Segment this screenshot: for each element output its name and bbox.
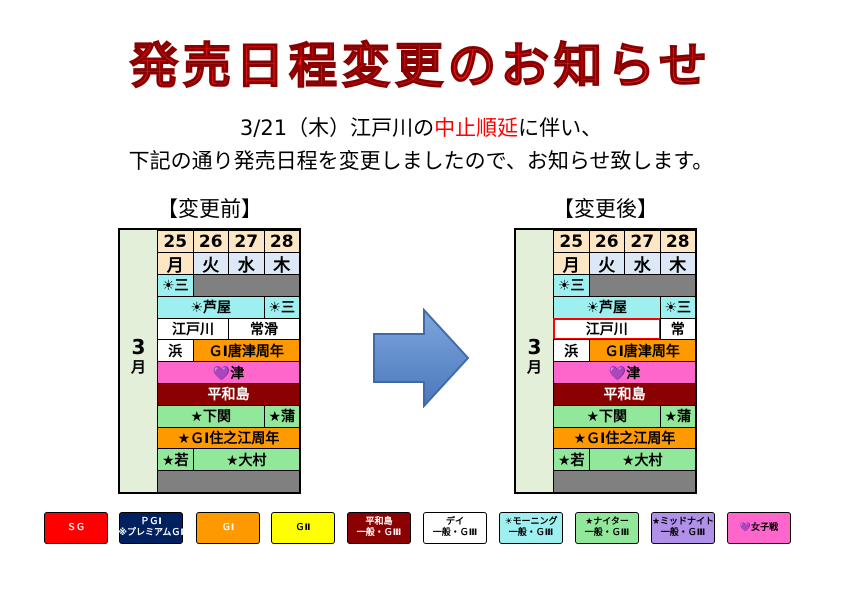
legend-label: 一般・ＧⅢ bbox=[356, 528, 402, 538]
legend-heiwajima: 平和島一般・ＧⅢ bbox=[347, 512, 411, 544]
after-label: 【変更後】 bbox=[553, 197, 658, 221]
legend-pg1: ＰＧⅠ※プレミアムＧⅠ bbox=[118, 512, 184, 544]
month-column: 3 月 bbox=[516, 230, 555, 492]
date-cell: 25 bbox=[157, 230, 194, 253]
weekday-cell: 水 bbox=[228, 252, 265, 275]
legend-label: 平和島 bbox=[365, 517, 393, 527]
race-cell: ★蒲 bbox=[263, 404, 300, 428]
legend-label: ＧⅡ bbox=[295, 522, 311, 533]
race-cell: ★下関 bbox=[553, 404, 661, 428]
weekday-cell: 火 bbox=[588, 252, 625, 275]
race-cell: ＧⅠ唐津周年 bbox=[588, 339, 696, 363]
date-cell: 27 bbox=[624, 230, 661, 253]
month-number: 3 bbox=[131, 335, 146, 359]
legend-label: 一般・ＧⅢ bbox=[660, 528, 706, 538]
month-char: 月 bbox=[526, 358, 542, 376]
race-cell: 💜津 bbox=[157, 361, 300, 384]
race-cell: 江戸川 bbox=[553, 317, 661, 341]
race-cell: ＧⅠ唐津周年 bbox=[192, 339, 300, 363]
race-cell: 浜 bbox=[157, 339, 194, 363]
legend-nighter: ★ナイター一般・ＧⅢ bbox=[575, 512, 639, 544]
weekday-cell: 木 bbox=[659, 252, 696, 275]
race-cell: ★大村 bbox=[588, 448, 696, 472]
legend-label: ＳＧ bbox=[66, 522, 85, 533]
month-number: 3 bbox=[527, 335, 542, 359]
notice-prefix: 3/21（木）江戸川の bbox=[239, 116, 435, 140]
legend-g1: ＧⅠ bbox=[196, 512, 260, 544]
legend-label: ★ミッドナイト bbox=[651, 517, 715, 527]
legend-day: デイ一般・ＧⅢ bbox=[423, 512, 487, 544]
legend-sg: ＳＧ bbox=[44, 512, 108, 544]
empty-cell bbox=[588, 274, 696, 297]
legend-label: ※プレミアムＧⅠ bbox=[118, 528, 184, 538]
race-cell: ☀三 bbox=[157, 274, 194, 297]
race-cell: 平和島 bbox=[157, 383, 300, 406]
race-cell: 常滑 bbox=[228, 317, 300, 341]
weekday-cell: 木 bbox=[263, 252, 300, 275]
legend-ladies: 💜女子戦 bbox=[727, 512, 791, 544]
date-cell: 28 bbox=[659, 230, 696, 253]
date-cell: 25 bbox=[553, 230, 590, 253]
race-cell: ☀三 bbox=[263, 295, 300, 319]
right-arrow-icon bbox=[373, 308, 470, 408]
race-cell: 常 bbox=[659, 317, 696, 341]
weekday-cell: 月 bbox=[553, 252, 590, 275]
date-cell: 27 bbox=[228, 230, 265, 253]
race-cell: 江戸川 bbox=[157, 317, 229, 341]
weekday-cell: 月 bbox=[157, 252, 194, 275]
race-cell: ★ＧⅠ住之江周年 bbox=[553, 426, 696, 450]
empty-cell bbox=[553, 470, 696, 493]
date-cell: 26 bbox=[588, 230, 625, 253]
legend-morning: ☀モーニング一般・ＧⅢ bbox=[499, 512, 563, 544]
race-cell: ☀芦屋 bbox=[157, 295, 265, 319]
race-cell: ★蒲 bbox=[659, 404, 696, 428]
legend-label: 💜女子戦 bbox=[739, 522, 779, 533]
before-label: 【変更前】 bbox=[157, 197, 262, 221]
race-cell: 浜 bbox=[553, 339, 590, 363]
page-title: 発売日程変更のお知らせ bbox=[129, 37, 713, 95]
month-column: 3 月 bbox=[120, 230, 159, 492]
legend-label: ☀モーニング bbox=[504, 517, 558, 527]
race-cell: ☀三 bbox=[553, 274, 590, 297]
legend-label: ★ナイター bbox=[585, 517, 629, 527]
race-cell: ★若 bbox=[553, 448, 590, 472]
date-cell: 28 bbox=[263, 230, 300, 253]
legend-label: 一般・ＧⅢ bbox=[508, 528, 554, 538]
legend-g2: ＧⅡ bbox=[271, 512, 335, 544]
race-cell: ☀芦屋 bbox=[553, 295, 661, 319]
weekday-cell: 水 bbox=[624, 252, 661, 275]
legend-label: 一般・ＧⅢ bbox=[432, 528, 478, 538]
race-cell: ★若 bbox=[157, 448, 194, 472]
legend-label: ＧⅠ bbox=[221, 522, 235, 533]
race-cell: ★大村 bbox=[192, 448, 300, 472]
race-cell: ★ＧⅠ住之江周年 bbox=[157, 426, 300, 450]
race-cell: ☀三 bbox=[659, 295, 696, 319]
weekday-cell: 火 bbox=[192, 252, 229, 275]
notice-highlight: 中止順延 bbox=[434, 116, 519, 140]
month-char: 月 bbox=[130, 358, 146, 376]
race-cell: ★下関 bbox=[157, 404, 265, 428]
race-cell: 💜津 bbox=[553, 361, 696, 384]
notice-suffix: に伴い、 bbox=[518, 116, 603, 140]
notice-line-2: 下記の通り発売日程を変更しましたので、お知らせ致します。 bbox=[128, 149, 714, 173]
date-cell: 26 bbox=[192, 230, 229, 253]
legend-label: ＰＧⅠ bbox=[140, 517, 162, 527]
empty-cell bbox=[157, 470, 300, 493]
empty-cell bbox=[192, 274, 300, 297]
legend-midnight: ★ミッドナイト一般・ＧⅢ bbox=[651, 512, 715, 544]
legend-label: 一般・ＧⅢ bbox=[584, 528, 630, 538]
race-cell: 平和島 bbox=[553, 383, 696, 406]
legend-label: デイ bbox=[445, 517, 464, 527]
notice-line-1: 3/21（木）江戸川の中止順延に伴い、 bbox=[0, 114, 842, 142]
